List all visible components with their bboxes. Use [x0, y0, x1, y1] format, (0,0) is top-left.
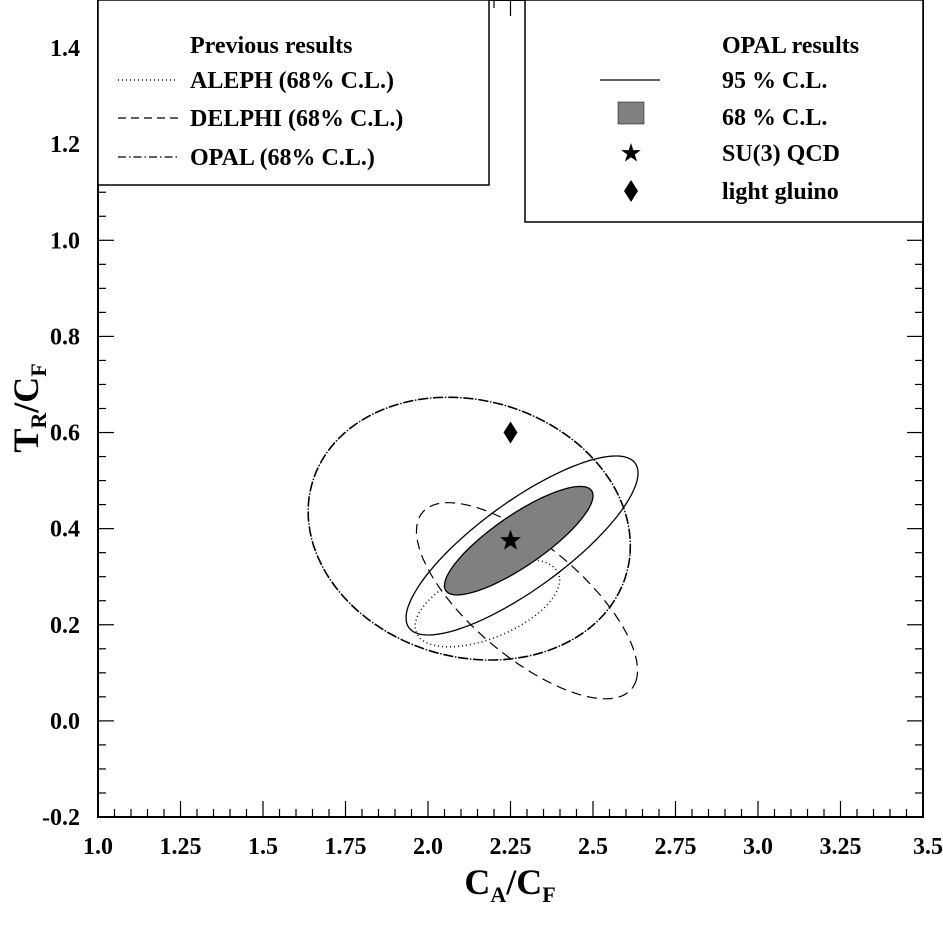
contour-solid: [405, 455, 639, 636]
legend-opal: OPAL results 95 % C.L. 68 % C.L. SU(3) Q…: [524, 0, 924, 223]
y-axis-title-sep: /C: [6, 377, 46, 414]
x-axis-title: CA/CF: [464, 862, 555, 907]
x-tick-label: 2.0: [413, 834, 443, 860]
legend-95-label: 95 % C.L.: [722, 68, 827, 94]
y-tick-label: 1.2: [50, 132, 80, 158]
x-axis-title-sub2: F: [542, 882, 555, 907]
y-tick-label: 0.2: [50, 613, 80, 639]
contour-dashdot: [307, 396, 632, 661]
legend-diamond-icon: [624, 180, 638, 202]
legend-opal-prev-label: OPAL (68% C.L.): [190, 145, 375, 171]
qcd-star-marker: [500, 529, 521, 550]
x-tick-label: 3.25: [820, 834, 862, 860]
x-tick-label: 2.5: [578, 834, 608, 860]
x-tick-label: 3.0: [743, 834, 773, 860]
legend-68-swatch: [617, 101, 645, 125]
y-tick-label: 0.6: [50, 421, 80, 447]
contour-filled: [443, 485, 594, 596]
y-tick-label: 0.8: [50, 324, 80, 350]
y-tick-label: -0.2: [42, 805, 80, 831]
legend-star-icon: [621, 143, 641, 162]
legend-previous-title: Previous results: [190, 33, 352, 59]
legend-opal-box: [524, 0, 924, 223]
x-tick-label: 1.0: [83, 834, 113, 860]
x-tick-label: 1.5: [248, 834, 278, 860]
gluino-diamond-marker: [503, 421, 518, 444]
tick-labels: 1.0 1.25 1.5 1.75 2.0 2.25 2.5 2.75 3.0 3.25 3.5 -0…: [42, 36, 943, 860]
x-tick-label: 2.75: [655, 834, 697, 860]
legend-star-label: SU(3) QCD: [722, 141, 840, 167]
y-tick-label: 0.4: [50, 517, 80, 543]
y-axis-title: TR/CF: [6, 363, 51, 452]
x-axis-title-sep: /C: [505, 862, 542, 902]
legend-previous: Previous results ALEPH (68% C.L.) DELPHI…: [97, 0, 490, 186]
y-axis-title-sub1: R: [26, 412, 51, 429]
x-tick-label: 1.75: [325, 834, 367, 860]
legend-aleph-label: ALEPH (68% C.L.): [190, 68, 394, 94]
x-axis-title-sub1: A: [490, 882, 506, 907]
x-tick-label: 3.5: [913, 834, 943, 860]
x-axis-title-main: C: [464, 862, 490, 902]
y-tick-label: 1.0: [50, 228, 80, 254]
legend-diamond-label: light gluino: [722, 179, 839, 205]
contour-dashed: [415, 502, 639, 700]
y-tick-label: 0.0: [50, 709, 80, 735]
x-tick-label: 2.25: [490, 834, 532, 860]
y-axis-title-sub2: F: [26, 363, 51, 376]
y-axis-title-main: T: [6, 429, 46, 453]
legend-previous-box: [97, 0, 490, 186]
contours: [307, 396, 639, 700]
legend-68-label: 68 % C.L.: [722, 105, 827, 131]
y-tick-label: 1.4: [50, 36, 80, 62]
x-tick-label: 1.25: [160, 834, 202, 860]
markers: [500, 421, 521, 550]
legend-opal-title: OPAL results: [722, 33, 859, 59]
legend-delphi-label: DELPHI (68% C.L.): [190, 106, 403, 132]
